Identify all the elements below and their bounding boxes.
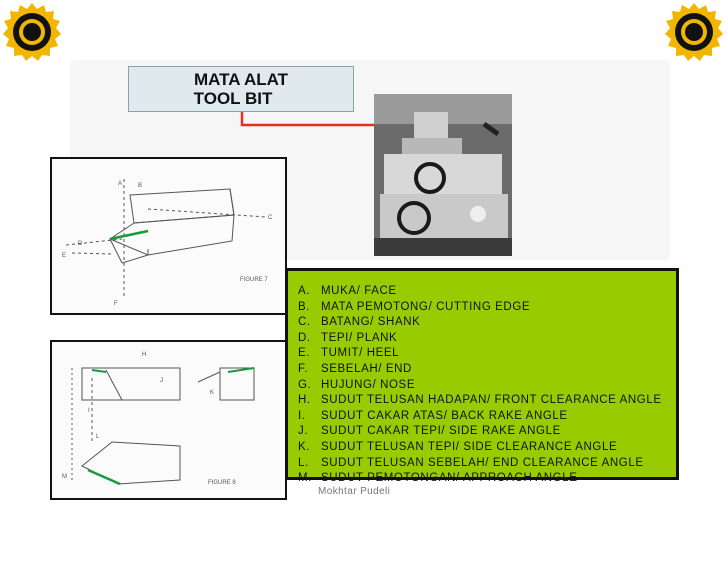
legend-item: I. SUDUT CAKAR ATAS/ BACK RAKE ANGLE (298, 409, 662, 425)
svg-text:D: D (78, 241, 83, 247)
tool-bit-angles-drawing: H I J K L M FIGURE 8 (50, 340, 287, 500)
legend-item: L. SUDUT TELUSAN SEBELAH/ END CLEARANCE A… (298, 456, 662, 472)
legend-item-text: TEPI/ PLANK (321, 331, 398, 344)
legend-item-key: G. (298, 378, 312, 391)
legend-item: G. HUJUNG/ NOSE (298, 378, 662, 394)
legend-item-key: M. (298, 472, 312, 485)
svg-text:J: J (160, 378, 163, 384)
legend-item-text: MATA PEMOTONG/ CUTTING EDGE (321, 300, 531, 313)
legend-item-text: SUDUT CAKAR TEPI/ SIDE RAKE ANGLE (321, 425, 561, 438)
legend-item-text: SUDUT TELUSAN SEBELAH/ END CLEARANCE ANG… (321, 456, 644, 469)
legend-item-text: TUMIT/ HEEL (321, 347, 400, 360)
legend-item-key: E. (298, 347, 311, 360)
legend-item-key: H. (298, 394, 311, 407)
legend-item: F. SEBELAH/ END (298, 362, 662, 378)
parts-legend-list: A. MUKA/ FACE B. MATA PEMOTONG/ CUTTING EDG… (298, 284, 662, 487)
parts-legend-box (285, 268, 679, 480)
legend-item-text: BATANG/ SHANK (321, 316, 421, 329)
legend-item: E. TUMIT/ HEEL (298, 346, 662, 362)
legend-item-key: B. (298, 300, 311, 313)
author-credit: Mokhtar Pudeli (318, 486, 391, 497)
legend-item-key: A. (298, 285, 311, 297)
svg-text:K: K (210, 390, 214, 396)
svg-text:A: A (118, 181, 122, 187)
tool-bit-isometric-drawing: A B C D E F FIGURE 7 (50, 157, 287, 315)
legend-item-key: J. (298, 425, 309, 438)
legend-item: M. SUDUT PEMOTONGAN/ APPROACH ANGLE (298, 471, 662, 487)
lathe-tool-post-photo (374, 94, 512, 256)
seal-icon (665, 3, 723, 61)
legend-item-text: SEBELAH/ END (321, 362, 412, 375)
svg-text:FIGURE 8: FIGURE 8 (208, 480, 236, 486)
legend-item-key: C. (298, 316, 311, 329)
legend-item: K. SUDUT TELUSAN TEPI/ SIDE CLEARANCE ANG… (298, 440, 662, 456)
legend-item-key: I. (298, 409, 306, 422)
title-box: MATA ALAT TOOL BIT (128, 66, 354, 112)
legend-item: J. SUDUT CAKAR TEPI/ SIDE RAKE ANGLE (298, 424, 662, 440)
legend-item-text: MUKA/ FACE (321, 285, 397, 297)
svg-text:E: E (62, 253, 66, 259)
svg-text:C: C (268, 215, 273, 221)
title-line-1: MATA ALAT (193, 70, 289, 89)
svg-text:F: F (114, 301, 118, 307)
legend-item: D. TEPI/ PLANK (298, 331, 662, 347)
legend-item: C. BATANG/ SHANK (298, 315, 662, 331)
legend-item: A. MUKA/ FACE (298, 284, 662, 300)
title-line-2: TOOL BIT (193, 89, 273, 108)
legend-item-key: L. (298, 456, 309, 469)
svg-text:I: I (88, 408, 90, 414)
svg-text:H: H (142, 352, 146, 358)
legend-item-key: D. (298, 331, 311, 344)
legend-item-text: SUDUT TELUSAN HADAPAN/ FRONT CLEARANCE A… (321, 394, 662, 407)
seal-icon (3, 3, 61, 61)
legend-item: B. MATA PEMOTONG/ CUTTING EDGE (298, 300, 662, 316)
legend-item: H. SUDUT TELUSAN HADAPAN/ FRONT CLEARANCE… (298, 393, 662, 409)
svg-text:L: L (96, 434, 100, 440)
legend-item-text: SUDUT TELUSAN TEPI/ SIDE CLEARANCE ANGLE (321, 440, 618, 453)
legend-item-text: HUJUNG/ NOSE (321, 378, 416, 391)
legend-item-text: SUDUT PEMOTONGAN/ APPROACH ANGLE (321, 472, 578, 485)
legend-item-key: K. (298, 440, 311, 453)
legend-item-text: SUDUT CAKAR ATAS/ BACK RAKE ANGLE (321, 409, 568, 422)
svg-text:B: B (138, 183, 142, 189)
legend-item-key: F. (298, 362, 309, 375)
svg-text:FIGURE 7: FIGURE 7 (240, 277, 268, 283)
svg-text:M: M (62, 474, 67, 480)
